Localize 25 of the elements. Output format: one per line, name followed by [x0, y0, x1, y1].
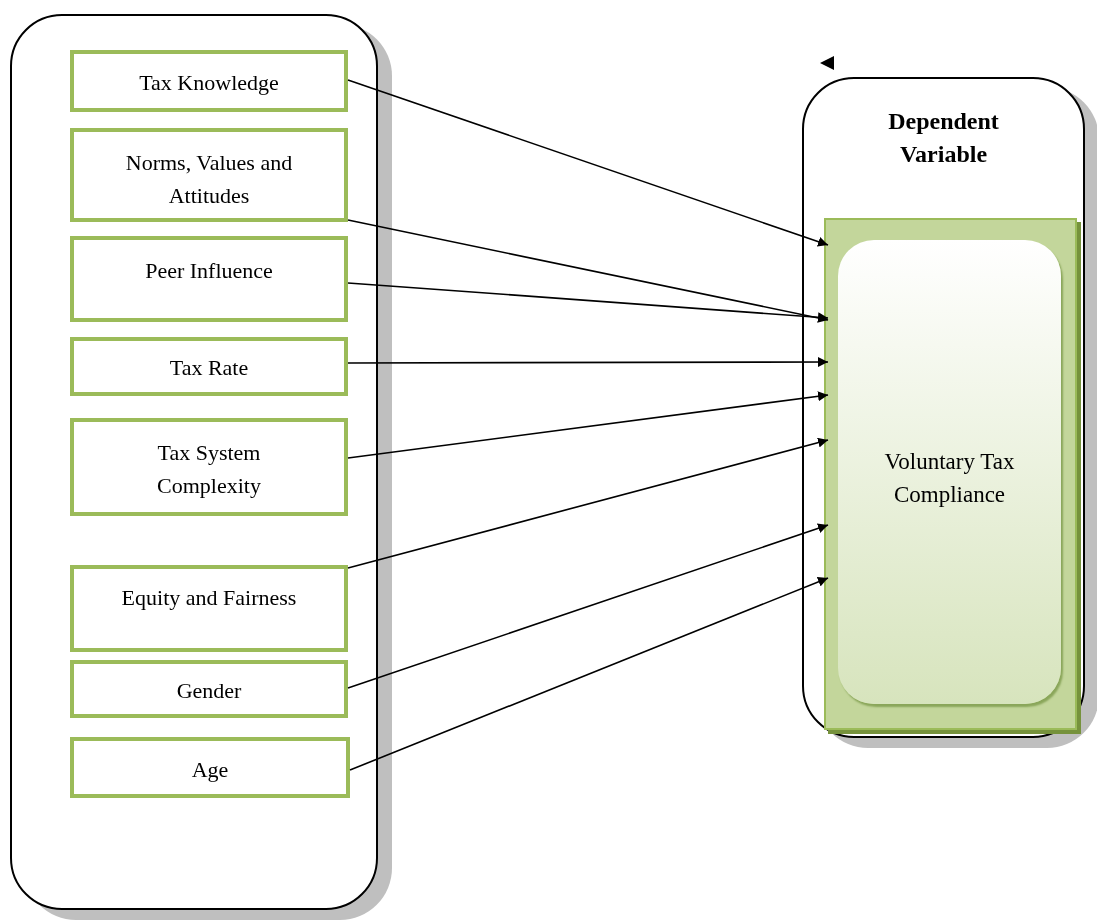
node-label: Peer Influence: [144, 257, 274, 285]
arrow: [347, 79, 829, 247]
node-label: Voluntary Tax Compliance: [883, 448, 1016, 509]
node-label: Equity and Fairness: [120, 584, 298, 612]
node-label: Norms, Values and Attitudes: [124, 149, 294, 210]
variable-box: [70, 128, 348, 222]
node-label: Tax System Complexity: [156, 439, 262, 500]
arrow: [347, 523, 829, 689]
variable-box: [70, 50, 348, 112]
arrow: [347, 391, 829, 459]
node-label: Tax Rate: [168, 354, 250, 382]
variable-box: [70, 660, 348, 718]
variable-box: [70, 565, 348, 652]
arrow: [349, 577, 829, 771]
node-label: Gender: [175, 677, 243, 705]
panel-heading: Dependent Variable: [887, 107, 1000, 169]
node-label: Tax Knowledge: [138, 69, 280, 97]
arrow: [347, 437, 829, 569]
variable-box: [70, 337, 348, 396]
variable-box: [70, 737, 350, 798]
variable-box: [70, 236, 348, 322]
arrow: [347, 357, 829, 367]
variable-box: [70, 418, 348, 516]
arrow: [347, 219, 829, 323]
node-label: Age: [190, 756, 230, 784]
